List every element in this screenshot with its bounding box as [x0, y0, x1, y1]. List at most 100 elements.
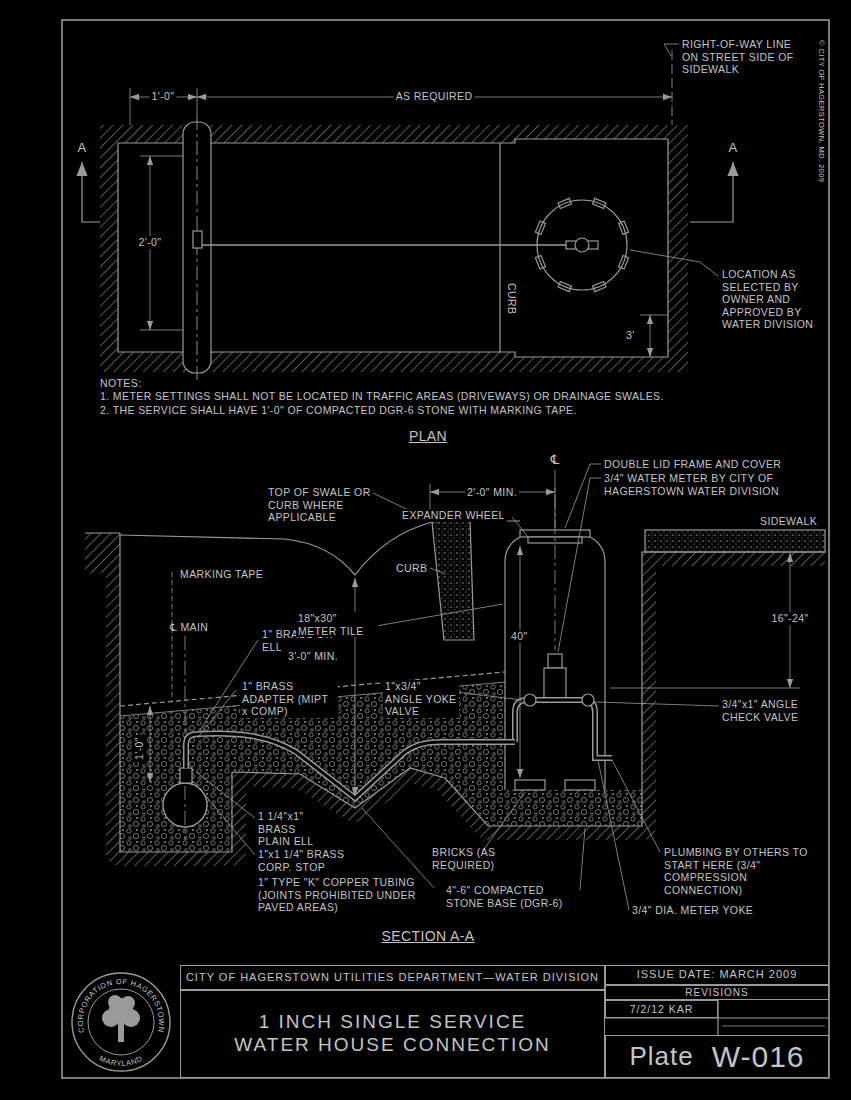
tree-crown — [122, 1009, 140, 1027]
corp-stop — [180, 768, 192, 783]
cover-lug — [593, 282, 606, 292]
part-label: 18"x30" METER TILE — [296, 612, 378, 637]
cell-text: 1 INCH SINGLE SERVICE WATER HOUSE CONNEC… — [220, 1011, 565, 1057]
meter-register — [548, 654, 562, 668]
notes-heading: NOTES: — [100, 377, 142, 390]
dimension-label: 2'-0" — [137, 236, 164, 249]
extension-line — [555, 484, 556, 528]
part-label: DOUBLE LID FRAME AND COVER — [604, 458, 781, 471]
cover-lug — [535, 256, 545, 269]
ground-surface — [120, 522, 432, 575]
part-label: 3/4" DIA. METER YOKE — [632, 904, 753, 917]
seal-ring — [88, 989, 154, 1055]
title-block-cell: REVISIONS — [605, 985, 829, 1000]
part-label: 1" TYPE "K" COPPER TUBING (JOINTS PROHIB… — [258, 876, 430, 914]
earth-hatch — [85, 533, 106, 573]
meter-register — [575, 238, 589, 252]
curb-line — [499, 143, 500, 352]
part-label: EXPANDER WHEEL — [400, 509, 507, 522]
tree-crown — [108, 995, 122, 1009]
leader-line — [596, 702, 719, 706]
center-line — [555, 470, 556, 650]
note-label: LOCATION AS SELECTED BY OWNER AND APPROV… — [722, 268, 817, 331]
center-line-label: ℄ MAIN — [170, 621, 208, 634]
cover-lug — [535, 221, 545, 234]
seal-text: CORPORATION OF HAGERSTOWN — [76, 977, 166, 1034]
copper-tubing — [186, 734, 515, 798]
dimension-label: 3' — [626, 329, 635, 342]
cover-lug — [558, 198, 571, 208]
leader-line — [512, 517, 528, 537]
extension-line — [140, 330, 183, 331]
cell-text: 7/2/12 KAR — [630, 1003, 694, 1016]
view-title: SECTION A-A — [381, 928, 474, 945]
extension-line — [610, 688, 800, 689]
leader-line — [172, 572, 173, 702]
dimension-line — [355, 578, 356, 796]
copper-tubing — [186, 734, 515, 798]
view-title: PLAN — [409, 428, 447, 445]
leader-line — [558, 478, 601, 652]
water-meter — [544, 668, 566, 700]
title-block-cell: ISSUE DATE: MARCH 2009 — [605, 965, 829, 985]
meter-frame — [535, 198, 628, 291]
extension-line — [197, 88, 198, 116]
part-label: PLUMBING BY OTHERS TO START HERE (3/4" C… — [664, 846, 814, 896]
dimension-label: 3'-0" MIN. — [288, 650, 338, 663]
part-label: BRICKS (AS REQUIRED) — [432, 846, 524, 871]
extension-line — [140, 156, 183, 157]
tree-crown — [121, 996, 135, 1010]
meter-tile — [505, 537, 520, 790]
section-arrow — [82, 162, 100, 222]
brick — [515, 780, 545, 790]
title-block-cell: CITY OF HAGERSTOWN UTILITIES DEPARTMENT—… — [180, 965, 605, 990]
sidewalk — [645, 530, 825, 552]
seal-tree — [102, 995, 140, 1042]
corp-stop — [193, 231, 202, 248]
dimension-line — [650, 315, 651, 357]
part-label: TOP OF SWALE OR CURB WHERE APPLICABLE — [268, 486, 378, 524]
leader-line — [565, 464, 601, 528]
dimension-label: 1'-0" — [133, 735, 146, 762]
note-text: 1. METER SETTINGS SHALL NOT BE LOCATED I… — [100, 390, 664, 403]
section-view — [85, 464, 825, 910]
dimension-label: 2'-0" MIN. — [465, 486, 519, 499]
leader-line — [194, 782, 255, 855]
leader-lines — [172, 464, 719, 910]
section-marker: A — [728, 140, 737, 156]
cell-text: W-016 — [712, 1039, 805, 1075]
part-label: 1"x1 1/4" BRASS CORP. STOP — [258, 848, 378, 873]
part-label: 4"-6" COMPACTED STONE BASE (DGR-6) — [446, 884, 576, 909]
note-text: 2. THE SERVICE SHALL HAVE 1'-0" OF COMPA… — [100, 404, 577, 417]
dimension-label: 40" — [509, 630, 530, 643]
part-label: CURB — [505, 283, 518, 314]
dimension-label: 1'-0" — [150, 90, 177, 103]
part-label: 3/4" WATER METER BY CITY OF HAGERSTOWN W… — [604, 472, 784, 497]
revision-cell: 7/2/12 KAR — [605, 1000, 718, 1018]
part-label: 1" BRASS ADAPTER (MIPT x COMP) — [240, 680, 338, 718]
city-seal: CORPORATION OF HAGERSTOWNMARYLAND — [66, 970, 176, 1074]
part-label: CURB — [396, 562, 427, 575]
drawing-title: 1 INCH SINGLE SERVICE WATER HOUSE CONNEC… — [180, 990, 605, 1078]
extension-line — [130, 88, 131, 125]
copyright-mark: © CITY OF HAGERSTOWN, MD. 2009 — [817, 40, 826, 182]
part-label: SIDEWALK — [760, 515, 817, 528]
leader-line — [664, 44, 679, 56]
check-valve — [582, 694, 594, 706]
cover-lug — [593, 198, 606, 208]
leader-line — [630, 250, 718, 276]
center-line-symbol: ℄ — [551, 452, 560, 468]
extension-line — [640, 315, 668, 316]
dimension-label: AS REQUIRED — [394, 90, 475, 103]
cover-lug — [558, 282, 571, 292]
section-marker: A — [77, 140, 86, 156]
cover-lug — [619, 221, 629, 234]
leader-line — [376, 604, 503, 626]
service-line — [202, 244, 574, 246]
part-label: 1"x3/4" ANGLE YOKE VALVE — [383, 680, 459, 718]
leader-line — [456, 692, 522, 700]
cell-text: ISSUE DATE: MARCH 2009 — [637, 968, 798, 981]
plate-number: PlateW-016 — [605, 1035, 829, 1078]
leader-line — [430, 568, 446, 574]
